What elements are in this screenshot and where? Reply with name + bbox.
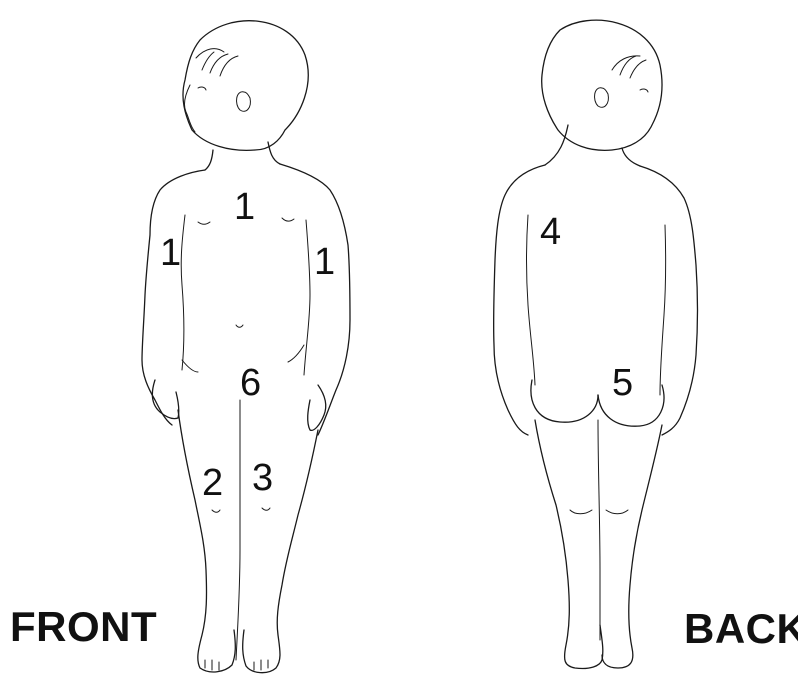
- back-label: BACK: [684, 608, 798, 650]
- front-label: FRONT: [10, 606, 157, 648]
- region-number-chest: 1: [234, 188, 255, 226]
- region-number-groin: 6: [240, 364, 261, 402]
- region-number-right-arm: 1: [160, 234, 181, 272]
- region-number-right-thigh: 2: [202, 464, 223, 502]
- region-number-upper-back: 4: [540, 213, 561, 251]
- region-number-left-thigh: 3: [252, 459, 273, 497]
- region-number-left-arm: 1: [314, 243, 335, 281]
- region-number-buttocks: 5: [612, 364, 633, 402]
